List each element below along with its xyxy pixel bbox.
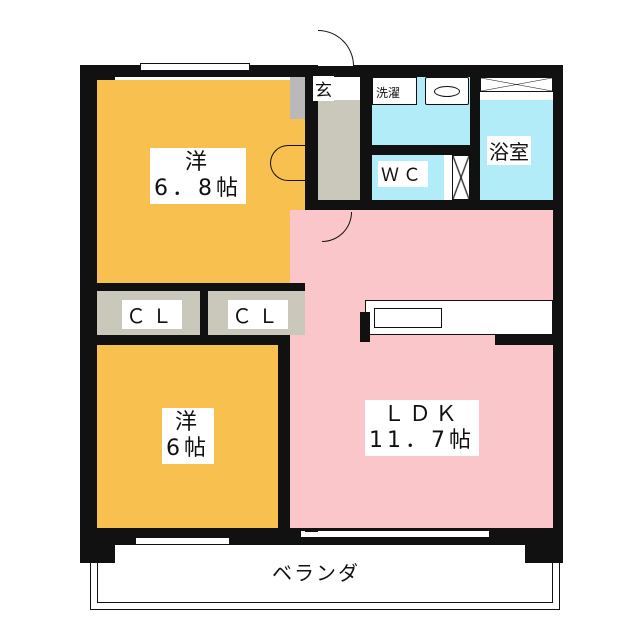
room-name: 洋	[184, 150, 211, 175]
wc-label: ＷＣ	[378, 161, 428, 187]
balcony	[90, 545, 560, 610]
room-size: 6．8帖	[154, 176, 242, 201]
window	[140, 63, 250, 71]
front-door[interactable]	[318, 30, 354, 66]
wall-closets	[97, 335, 290, 345]
pillar	[525, 528, 563, 563]
wall-wet	[372, 145, 480, 155]
laundry-label: 洗濯	[376, 86, 401, 100]
kitchen-counter	[365, 300, 553, 335]
kitchen-wall	[495, 335, 553, 345]
wall-right	[553, 65, 563, 545]
room-name: 洋	[174, 410, 201, 435]
entrance-label: 玄	[313, 76, 334, 101]
room-western-2-label: 洋 6帖	[162, 408, 214, 464]
wall-wet	[318, 200, 563, 210]
wall-ldk-left	[278, 283, 290, 533]
storage-x-icon	[480, 77, 553, 92]
corridor	[318, 100, 362, 200]
room-door[interactable]	[270, 145, 306, 181]
wall-closets	[200, 291, 208, 335]
room-size: 6帖	[166, 436, 210, 461]
bathroom-label: 浴室	[487, 136, 531, 165]
window	[135, 537, 230, 545]
laundry-box	[372, 77, 417, 105]
wall-wet	[470, 77, 480, 210]
room-name: ＬＤＫ	[382, 402, 461, 427]
closet-1-label: ＣＬ	[122, 300, 182, 329]
room-western-1-label: 洋 6．8帖	[150, 148, 246, 204]
window	[300, 530, 490, 538]
sink-icon	[425, 77, 469, 105]
kitchen-wall	[360, 312, 370, 342]
room-size: 11．7帖	[369, 428, 475, 453]
pipe-space-icon	[452, 155, 470, 200]
ldk-label: ＬＤＫ 11．7帖	[365, 400, 479, 456]
wall-closets	[97, 283, 305, 291]
wall-left	[80, 65, 97, 545]
balcony-label: ベランダ	[272, 557, 360, 586]
closet-2-label: ＣＬ	[228, 300, 288, 329]
